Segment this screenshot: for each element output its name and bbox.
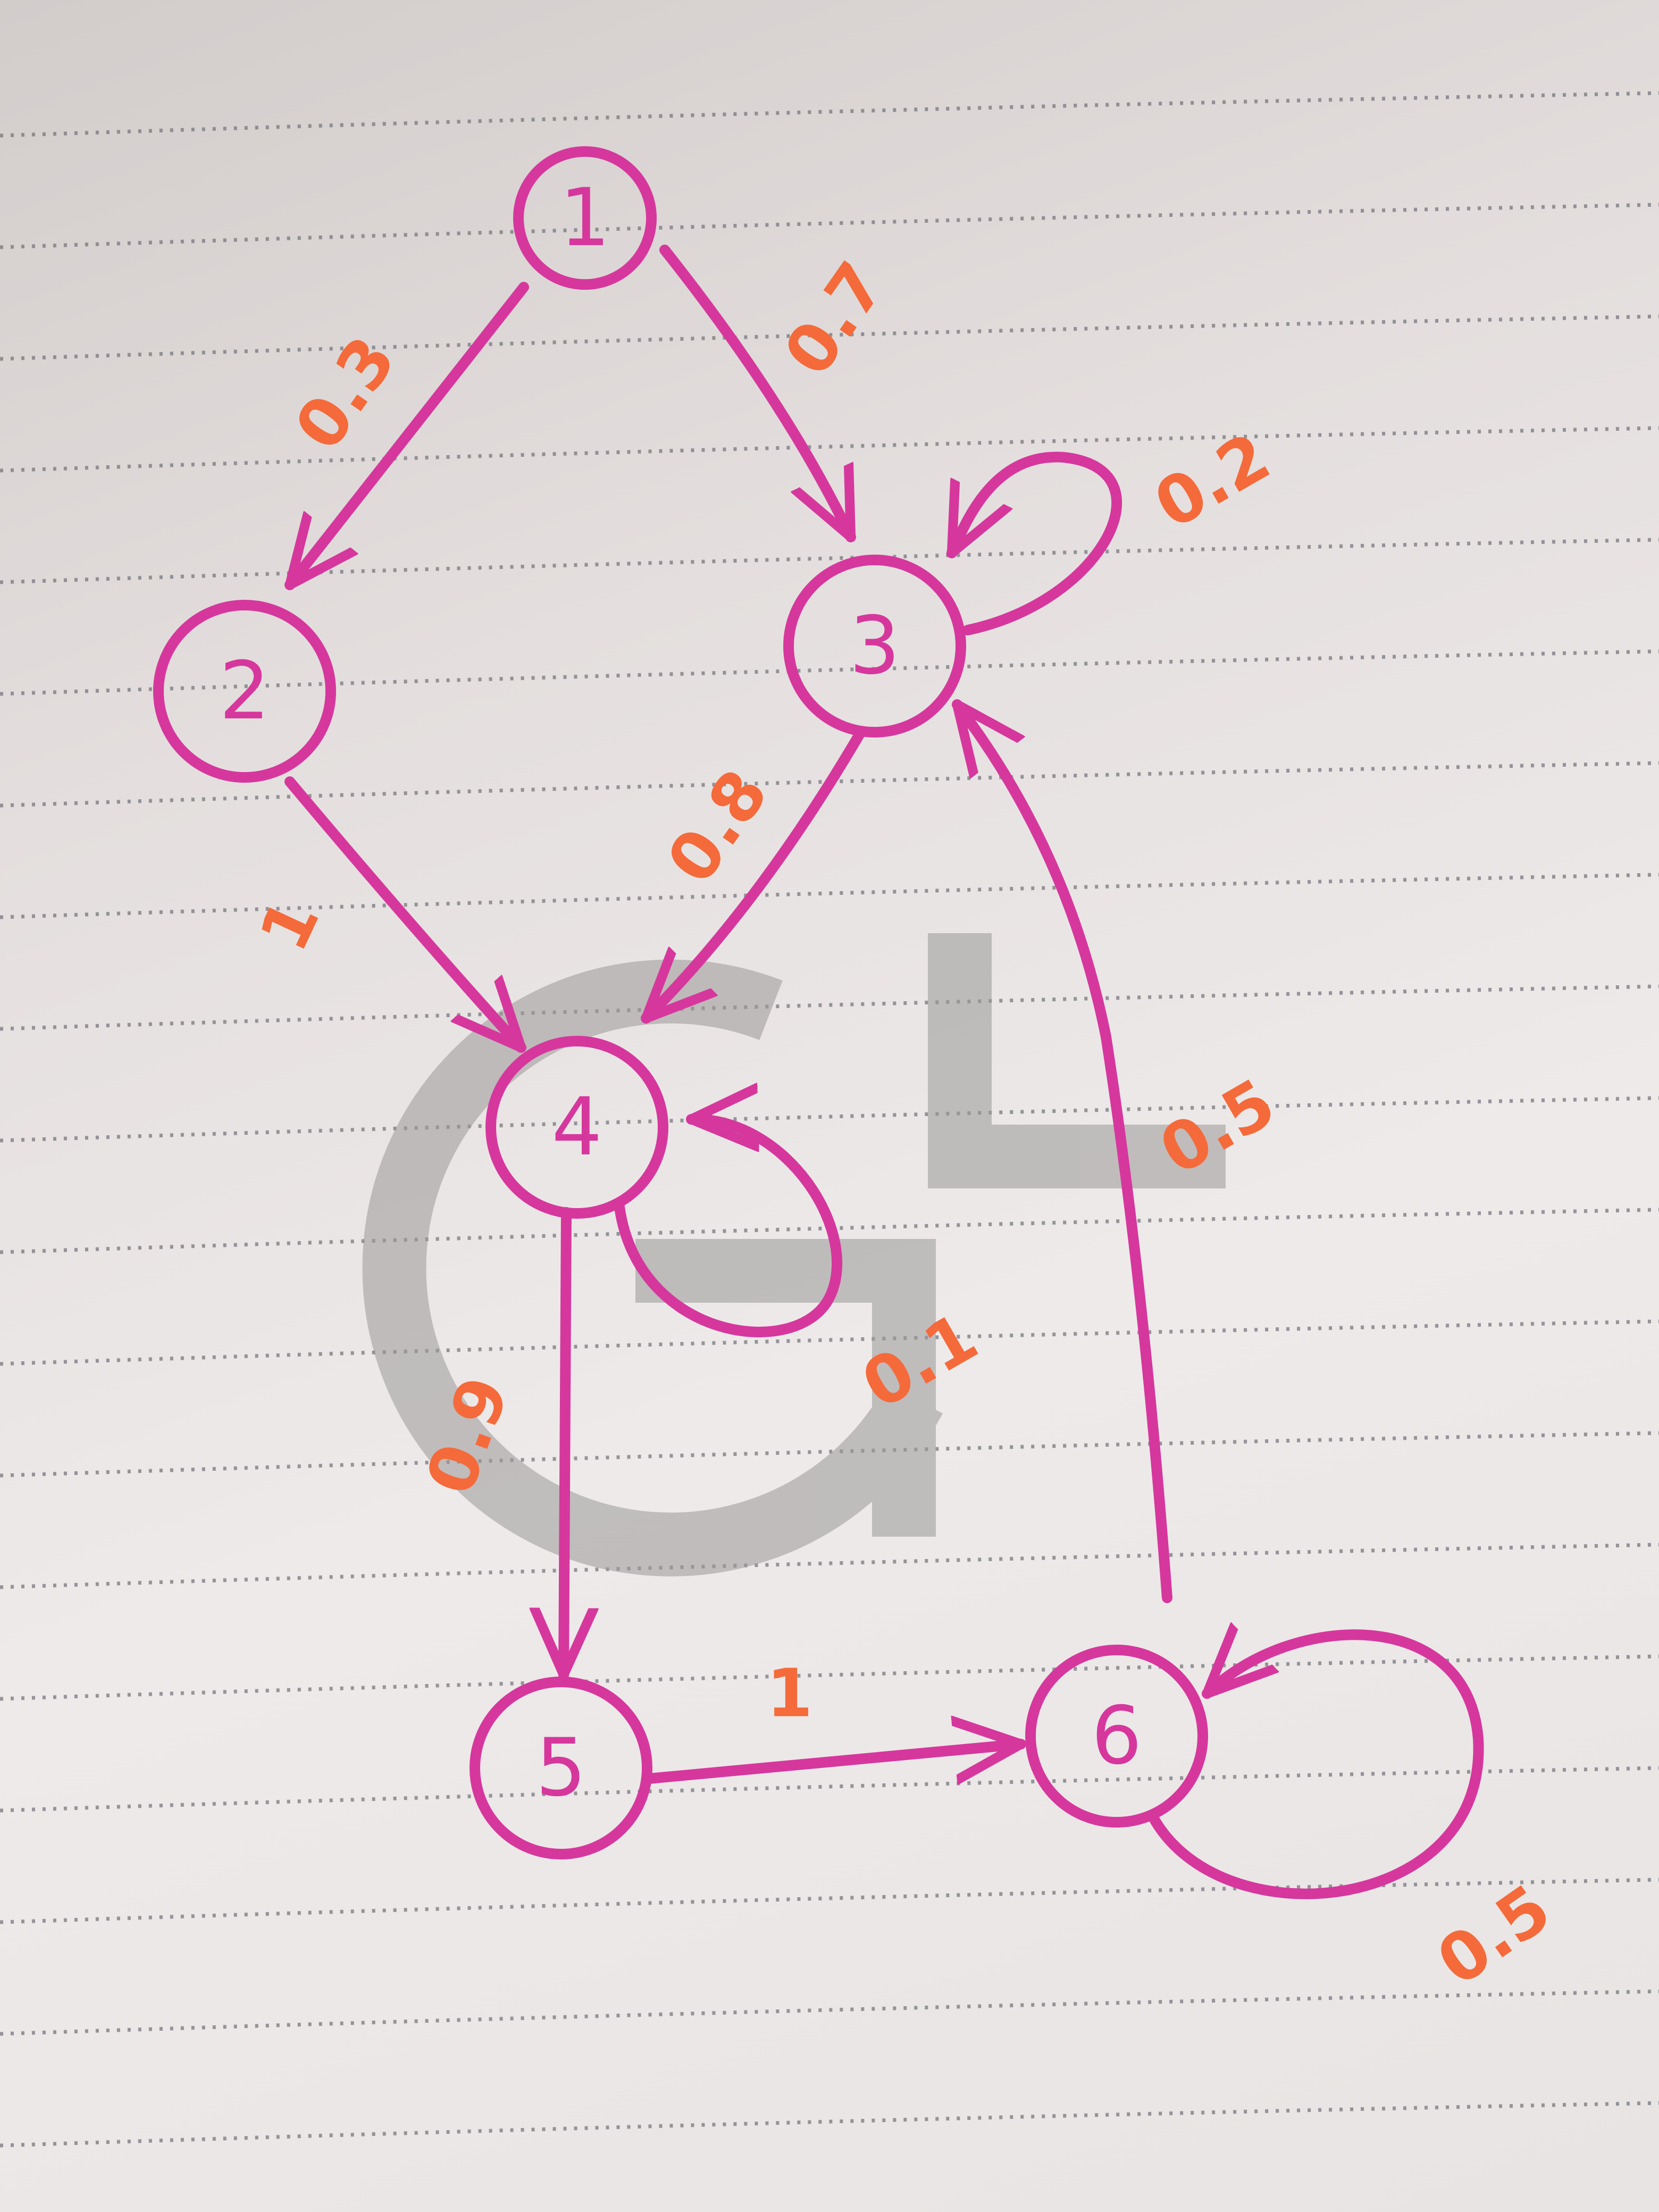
ruled-lines [0,91,1659,2148]
edge-label-4-4: 0.1 [850,1298,990,1424]
node-circle-4 [485,1036,668,1219]
node-label-1: 1 [559,172,610,264]
node-1: 1 [513,146,657,290]
edge-5-6 [643,1744,1026,1779]
edge-2-4 [284,776,526,1053]
edge-3-4 [641,726,867,1024]
ruled-line [0,1431,1659,1478]
ruled-line [0,203,1659,249]
node-label-5: 5 [535,1722,586,1814]
nodes: 1 2 3 4 5 6 [153,146,1208,1859]
node-label-2: 2 [219,645,270,738]
edges [284,245,1484,1899]
edge-label-5-6: 1 [767,1655,813,1732]
node-circle-2 [153,600,336,783]
edge-3-3 [946,451,1122,635]
edge-label-2-4: 1 [245,888,334,962]
edge-4-5 [564,1207,566,1680]
ruled-line [0,1096,1659,1143]
node-label-3: 3 [849,600,900,692]
node-4: 4 [485,1036,668,1219]
ruled-line [0,984,1659,1031]
ruled-line [0,426,1659,473]
edge-4-4 [614,1119,843,1337]
ruled-line [0,1654,1659,1701]
ruled-line [0,1543,1659,1589]
ruled-line [0,538,1659,584]
ruled-line [0,91,1659,138]
node-2: 2 [153,600,336,783]
node-circle-5 [470,1677,652,1859]
ruled-line [0,1989,1659,2036]
node-label-4: 4 [551,1081,602,1174]
ruled-line [0,2101,1659,2148]
node-5: 5 [470,1677,652,1859]
edge-label-1-3: 0.7 [769,249,900,390]
ruled-line [0,314,1659,361]
ruled-line [0,873,1659,919]
edge-label-6-6: 0.5 [1424,1870,1565,2001]
node-circle-1 [513,146,657,290]
edge-label-3-3: 0.2 [1142,418,1283,544]
ruled-line [0,1878,1659,1924]
edge-1-3 [659,245,856,542]
node-label-6: 6 [1091,1690,1142,1782]
ruled-line [0,649,1659,696]
node-circle-3 [783,555,966,738]
node-circle-6 [1025,1645,1208,1828]
node-3: 3 [783,555,966,738]
gl-watermark-logo [362,933,1226,1577]
ruled-line [0,1766,1659,1813]
edge-6-3 [952,699,1172,1603]
edge-label-1-2: 0.3 [280,323,411,464]
node-6: 6 [1025,1645,1208,1828]
edge-1-2 [284,282,529,590]
ruled-line [0,1319,1659,1366]
edge-6-6 [1149,1635,1484,1899]
